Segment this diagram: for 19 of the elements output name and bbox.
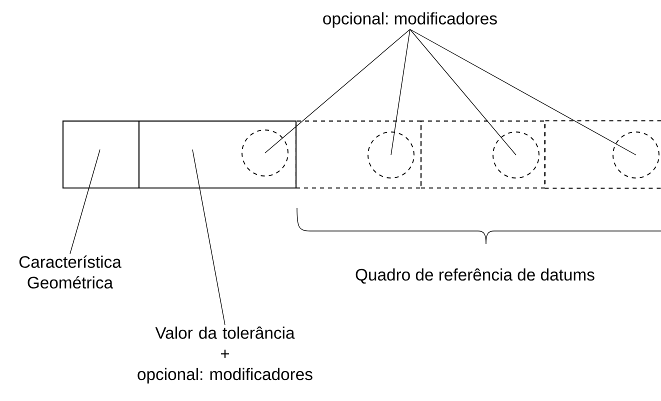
modifier-circle — [242, 130, 288, 176]
leader-line — [264, 29, 410, 154]
callout-text: Característica Geométrica — [19, 255, 122, 289]
frame-cell — [420, 120, 546, 188]
leader-line — [70, 149, 100, 254]
leader-line — [192, 149, 226, 326]
leader-line — [410, 29, 516, 156]
frame-cell — [138, 120, 297, 188]
leader-line — [390, 29, 410, 156]
callout-text: opcional: modificadores — [323, 12, 497, 28]
modifier-circle — [612, 132, 660, 178]
frame-cell — [62, 120, 140, 188]
leader-line — [410, 29, 636, 156]
frame-cell — [544, 120, 661, 189]
frame-cell — [295, 120, 422, 188]
modifier-circle — [368, 132, 414, 178]
modifier-circle — [492, 132, 540, 178]
callout-text: Valor da tolerância + opcional: modificadores — [138, 326, 312, 384]
brace-label: Quadro de referência de datums — [356, 268, 594, 284]
